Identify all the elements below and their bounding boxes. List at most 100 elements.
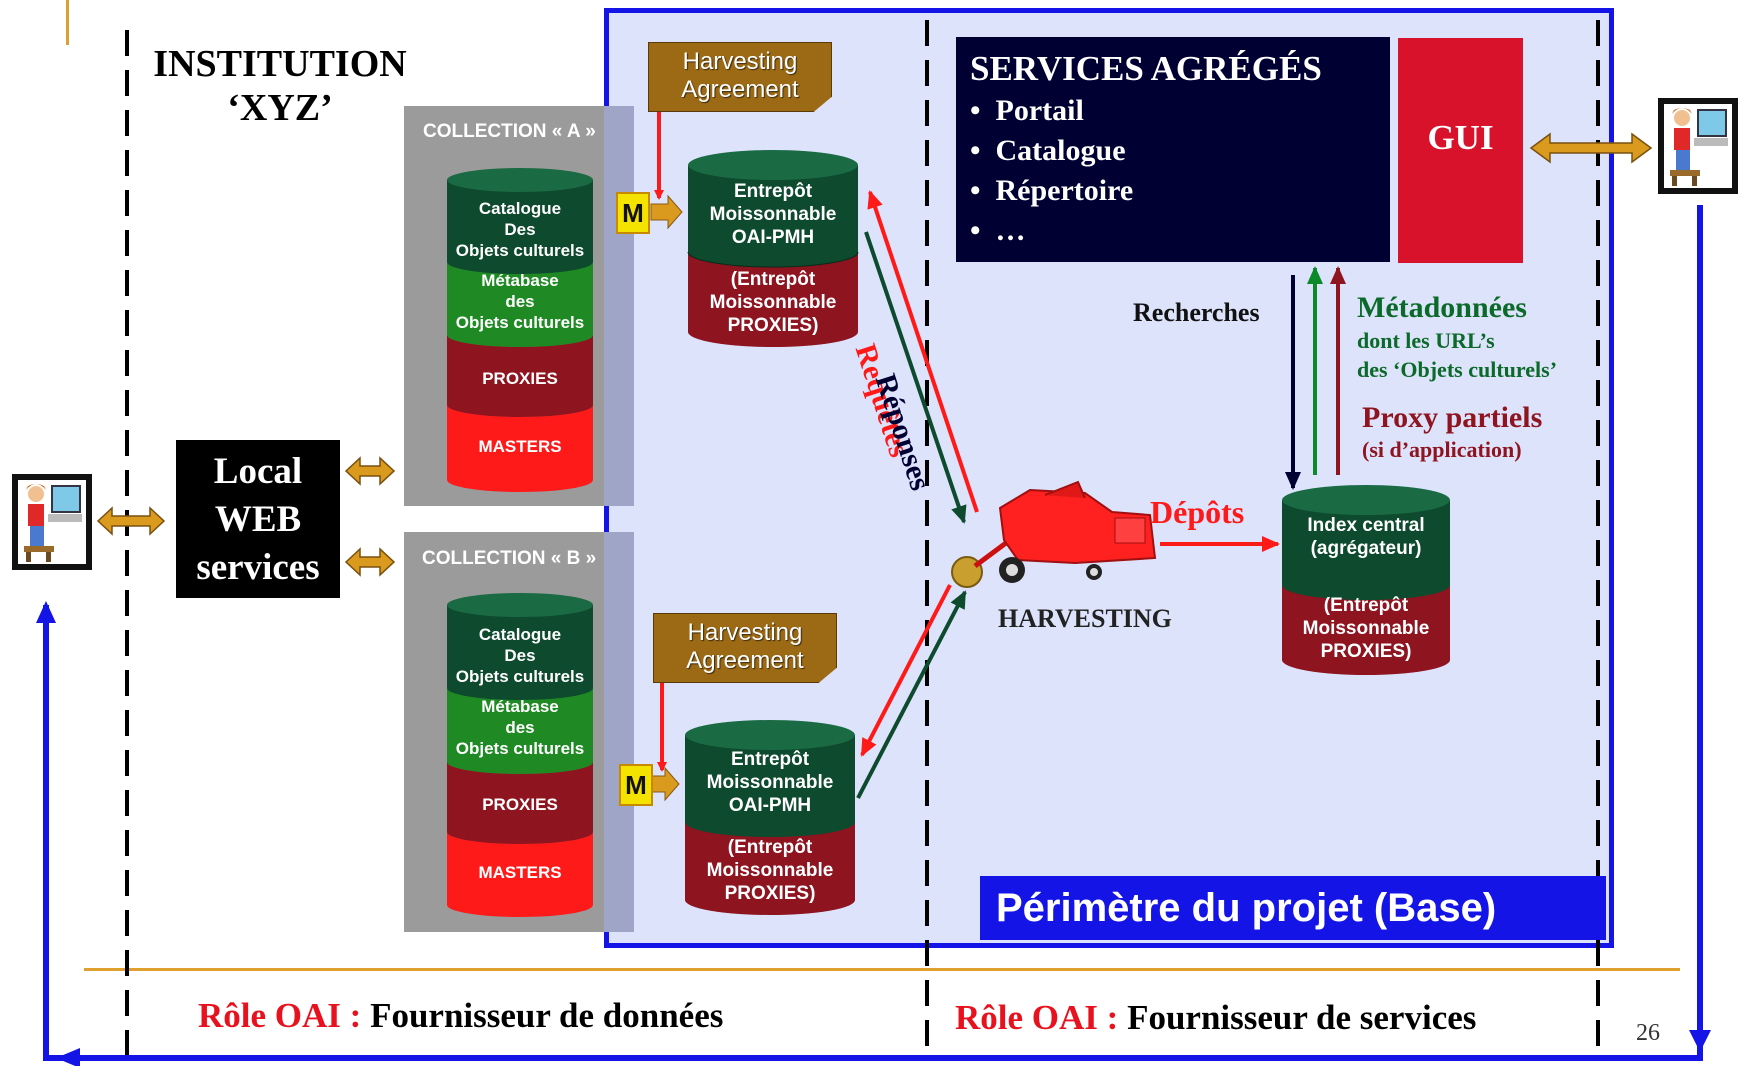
cyl-text-line: Objets culturels <box>455 313 585 332</box>
cyl-text-line: (Entrepôt <box>1323 595 1409 616</box>
perimetre-projet-banner: Périmètre du projet (Base) <box>980 876 1606 940</box>
proxy-partiels-sub: (si d’application) <box>1362 437 1522 462</box>
services-agreges-box: SERVICES AGRÉGÉS • Portail • Catalogue •… <box>956 37 1390 262</box>
blue-loop-arrow-head-left <box>56 1048 80 1066</box>
metadonnees-line2: des ‘Objets culturels’ <box>1357 357 1558 382</box>
depots-label: Dépôts <box>1150 494 1245 530</box>
institution-line1: INSTITUTION <box>153 43 407 85</box>
role-oai-left-label: Rôle OAI : <box>198 996 362 1035</box>
cyl-text-line: Des <box>504 220 536 239</box>
collection-b-catalogue: Catalogue Des Objets culturels <box>447 624 593 687</box>
entrepot-top-upper-text: Entrepôt Moissonnable OAI-PMH <box>688 180 858 249</box>
collection-a-metabase: Métabase des Objets culturels <box>447 270 593 333</box>
double-arrow-collection-b <box>344 547 396 577</box>
double-arrow-local-left <box>96 506 166 536</box>
services-title: SERVICES AGRÉGÉS <box>970 49 1322 88</box>
cyl-text-line: Objets culturels <box>455 241 585 260</box>
metadonnees-title: Métadonnées <box>1357 291 1527 324</box>
services-item-label: Portail <box>995 94 1084 127</box>
cyl-text-line: Entrepôt <box>733 181 813 202</box>
m-marker-top: M <box>616 192 650 234</box>
note-line: Harvesting <box>682 48 798 75</box>
entrepot-bottom-upper-text: Entrepôt Moissonnable OAI-PMH <box>685 748 855 817</box>
role-oai-right-label: Rôle OAI : <box>955 998 1119 1037</box>
user-computer-icon-right <box>1658 98 1738 194</box>
cyl-text-line: Moissonnable <box>709 204 837 225</box>
harvesting-agreement-note-bottom: Harvesting Agreement <box>653 613 837 683</box>
blue-loop-arrow-head-right <box>1689 1030 1711 1052</box>
collection-a-catalogue: Catalogue Des Objets culturels <box>447 198 593 261</box>
institution-title: INSTITUTION ‘XYZ’ <box>140 42 420 130</box>
cyl-text-line: Moissonnable <box>706 860 834 881</box>
cyl-text-line: Catalogue <box>478 625 562 644</box>
entrepot-bottom-cylinder <box>685 720 855 915</box>
gui-box: GUI <box>1398 38 1523 263</box>
cyl-text-line: OAI-PMH <box>731 227 815 248</box>
collection-a-masters: MASTERS <box>478 437 562 456</box>
cyl-text-line: des <box>505 718 535 737</box>
local-web-services-box: Local WEB services <box>176 440 340 598</box>
index-central-lower-text: (Entrepôt Moissonnable PROXIES) <box>1282 594 1450 663</box>
collection-b-masters: MASTERS <box>478 863 562 882</box>
harvesting-agreement-note-top: Harvesting Agreement <box>648 42 832 112</box>
note-line: Agreement <box>686 647 804 674</box>
double-arrow-collection-a <box>344 456 396 486</box>
recherches-label: Recherches <box>1133 298 1260 327</box>
user-computer-icon-left <box>12 474 92 570</box>
entrepot-top-lower-text: (Entrepôt Moissonnable PROXIES) <box>688 268 858 337</box>
services-item-repertoire: • Répertoire <box>970 174 1134 207</box>
reponses-arrow-top <box>864 231 967 524</box>
blue-loop-arrow <box>36 205 1703 1061</box>
cyl-text-line: Métabase <box>481 271 559 290</box>
cyl-text-line: (agrégateur) <box>1310 538 1422 559</box>
collection-b-proxies: PROXIES <box>482 795 558 814</box>
reponses-arrow-bottom <box>856 590 967 799</box>
collection-b-stack <box>447 593 593 917</box>
collection-a-label: COLLECTION « A » <box>423 121 596 142</box>
collection-overlap-b <box>604 532 634 932</box>
collection-a-stack <box>447 168 593 492</box>
harvester-machine <box>951 480 1157 588</box>
role-separator-line <box>84 968 1680 971</box>
cyl-text-line: Moissonnable <box>1302 618 1430 639</box>
services-item-more: • … <box>970 214 1026 247</box>
collection-a-proxies: PROXIES <box>482 369 558 388</box>
cyl-text-line: Entrepôt <box>730 749 810 770</box>
services-item-portail: • Portail <box>970 94 1084 127</box>
harvesting-label: HARVESTING <box>998 604 1172 633</box>
cyl-text-line: Index central <box>1307 515 1425 536</box>
proxy-partiels-block: Proxy partiels (si d’application) <box>1362 400 1542 464</box>
proxy-partiels-title: Proxy partiels <box>1362 401 1543 434</box>
page-number: 26 <box>1636 1020 1660 1046</box>
services-item-catalogue: • Catalogue <box>970 134 1126 167</box>
collection-b-label: COLLECTION « B » <box>422 548 597 569</box>
local-web-line2: WEB <box>214 499 302 540</box>
cyl-text-line: Moissonnable <box>709 292 837 313</box>
cyl-text-line: PROXIES) <box>727 315 819 336</box>
cyl-text-line: Des <box>504 646 536 665</box>
cyl-text-line: (Entrepôt <box>730 269 816 290</box>
role-oai-left: Rôle OAI : Fournisseur de données <box>198 996 723 1036</box>
services-item-label: … <box>995 214 1026 247</box>
entrepot-bottom-lower-text: (Entrepôt Moissonnable PROXIES) <box>685 836 855 905</box>
double-arrow-gui-user <box>1529 132 1653 164</box>
cyl-text-line: Métabase <box>481 697 559 716</box>
top-left-accent-line <box>66 0 69 45</box>
m-arrow-top <box>650 194 683 230</box>
cyl-text-line: (Entrepôt <box>727 837 813 858</box>
m-arrow-bottom <box>650 766 680 802</box>
cyl-text-line: PROXIES) <box>1320 641 1412 662</box>
local-web-line3: services <box>196 547 320 588</box>
institution-line2: ‘XYZ’ <box>227 87 333 129</box>
role-oai-right: Rôle OAI : Fournisseur de services <box>955 998 1476 1038</box>
entrepot-top-cylinder <box>687 150 859 347</box>
role-oai-right-value: Fournisseur de services <box>1127 998 1477 1037</box>
collection-b-metabase: Métabase des Objets culturels <box>447 696 593 759</box>
cyl-text-line: Moissonnable <box>706 772 834 793</box>
cyl-text-line: des <box>505 292 535 311</box>
services-item-label: Catalogue <box>995 134 1126 167</box>
services-item-label: Répertoire <box>995 174 1134 207</box>
cyl-text-line: Catalogue <box>478 199 562 218</box>
metadonnees-line1: dont les URL’s <box>1357 328 1495 353</box>
